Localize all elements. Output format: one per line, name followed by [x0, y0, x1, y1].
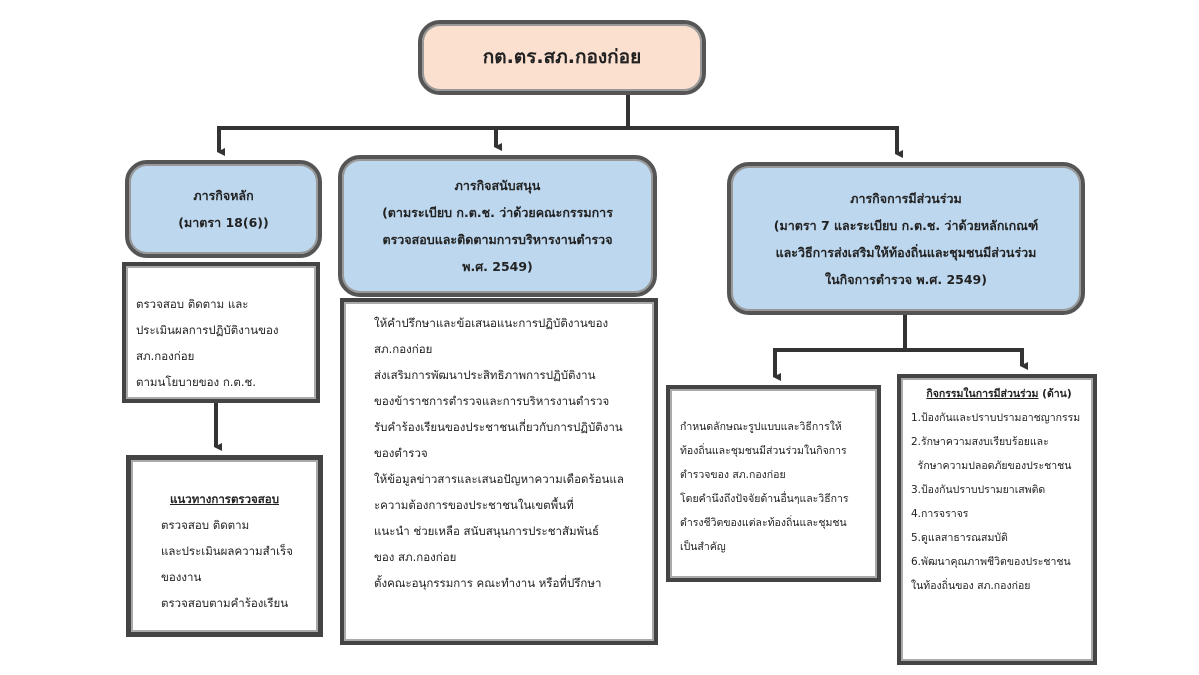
text-line: ให้ข้อมูลข่าวสารและเสนอปัญหาความเดือดร้อ…	[374, 472, 624, 486]
text-line: ตำรวจของ สภ.กองก่อย	[680, 469, 786, 481]
text-line: และประเมินผลความสำเร็จ	[161, 544, 293, 558]
participation-detail-box: กำหนดลักษณะรูปแบบและวิธีการให้ ท้องถิ่นแ…	[666, 385, 881, 582]
text-line: และวิธีการส่งเสริมให้ท้องถิ่นและชุมชนมีส…	[775, 244, 1037, 260]
support-detail-box: ให้คำปรึกษาและข้อเสนอแนะการปฏิบัติงานของ…	[340, 298, 658, 645]
list-item: 2.รักษาความสงบเรียบร้อยและ	[911, 436, 1049, 448]
list-item: 5.ดูแลสาธารณสมบัติ	[911, 532, 1008, 544]
text-line: (มาตรา 7 และระเบียบ ก.ต.ช. ว่าด้วยหลักเก…	[773, 217, 1039, 233]
text-line: ตามนโยบายของ ก.ต.ช.	[136, 375, 257, 389]
text-line: ส่งเสริมการพัฒนาประสิทธิภาพการปฏิบัติงาน	[374, 368, 596, 382]
text-line: ตรวจสอบ ติดตาม	[161, 518, 250, 532]
text-line: ท้องถิ่นและชุมชนมีส่วนร่วมในกิจการ	[680, 445, 847, 457]
inspection-guide-box: แนวทางการตรวจสอบ ตรวจสอบ ติดตาม และประเม…	[126, 455, 323, 637]
text-line: สภ.กองก่อย	[136, 349, 195, 363]
text-line: ในกิจการตำรวจ พ.ศ. 2549)	[825, 271, 987, 287]
text-line: โดยคำนึงถึงปัจจัยด้านอื่นๆและวิธีการ	[680, 493, 849, 505]
text-line: ดำรงชีวิตของแต่ละท้องถิ่นและชุมชน	[680, 517, 847, 529]
root-title: กต.ตร.สภ.กองก่อย	[482, 46, 642, 68]
text-line: ของตำรวจ	[374, 446, 428, 460]
guide-heading: แนวทางการตรวจสอบ	[169, 492, 280, 506]
activities-heading-text: กิจกรรมในการมีส่วนร่วม	[926, 388, 1039, 400]
text-line: ของงาน	[161, 570, 202, 584]
text-line: ะความต้องการของประชาชนในเขตพื้นที่	[374, 498, 574, 512]
text-line: ตรวจสอบและติดตามการบริหารงานตำรวจ	[382, 232, 613, 247]
text-line: รับคำร้องเรียนของประชาชนเกี่ยวกับการปฏิบ…	[374, 420, 623, 434]
main-subtitle: (มาตรา 18(6))	[178, 215, 269, 230]
text-line: สภ.กองก่อย	[374, 342, 433, 356]
list-item: 4.การจราจร	[911, 508, 969, 520]
text-line: (ตามระเบียบ ก.ต.ช. ว่าด้วยคณะกรรมการ	[382, 205, 613, 220]
list-item: รักษาความปลอดภัยของประชาชน	[911, 460, 1072, 472]
text-line: ตรวจสอบตามคำร้องเรียน	[161, 596, 289, 610]
main-title: ภารกิจหลัก	[193, 188, 254, 203]
text-line: แนะนำ ช่วยเหลือ สนับสนุนการประชาสัมพันธ์	[374, 524, 600, 538]
text-line: กำหนดลักษณะรูปแบบและวิธีการให้	[680, 421, 842, 433]
text-line: เป็นสำคัญ	[680, 541, 726, 553]
text-line: ของ สภ.กองก่อย	[374, 550, 457, 564]
main-detail-box: ตรวจสอบ ติดตาม และ ประเมินผลการปฏิบัติงา…	[122, 262, 320, 403]
text-line: ตรวจสอบ ติดตาม และ	[136, 297, 249, 311]
support-mission-box: ภารกิจสนับสนุน (ตามระเบียบ ก.ต.ช. ว่าด้ว…	[338, 155, 657, 297]
participation-title: ภารกิจการมีส่วนร่วม	[850, 190, 962, 206]
list-item: ในท้องถิ่นของ สภ.กองก่อย	[911, 580, 1031, 592]
activities-heading-suffix: (ด้าน)	[1038, 388, 1072, 400]
text-line: ตั้งคณะอนุกรรมการ คณะทำงาน หรือที่ปรึกษา	[374, 576, 602, 590]
main-mission-box: ภารกิจหลัก (มาตรา 18(6))	[125, 160, 322, 258]
text-line: ประเมินผลการปฏิบัติงานของ	[136, 323, 279, 337]
text-line: พ.ศ. 2549)	[462, 259, 533, 274]
list-item: 1.ป้องกันและปราบปรามอาชญากรรม	[911, 412, 1081, 424]
text-line: ให้คำปรึกษาและข้อเสนอแนะการปฏิบัติงานของ	[374, 316, 609, 330]
participation-activities-box: กิจกรรมในการมีส่วนร่วม (ด้าน) 1.ป้องกันแ…	[897, 374, 1097, 665]
root-box: กต.ตร.สภ.กองก่อย	[418, 20, 706, 95]
text-line: ของข้าราชการตำรวจและการบริหารงานตำรวจ	[374, 394, 610, 408]
activities-heading: กิจกรรมในการมีส่วนร่วม (ด้าน)	[911, 382, 1087, 406]
list-item: 6.พัฒนาคุณภาพชีวิตของประชาชน	[911, 556, 1071, 568]
participation-mission-box: ภารกิจการมีส่วนร่วม (มาตรา 7 และระเบียบ …	[727, 162, 1085, 315]
list-item: 3.ป้องกันปราบปรามยาเสพติด	[911, 484, 1046, 496]
support-title: ภารกิจสนับสนุน	[454, 178, 541, 193]
